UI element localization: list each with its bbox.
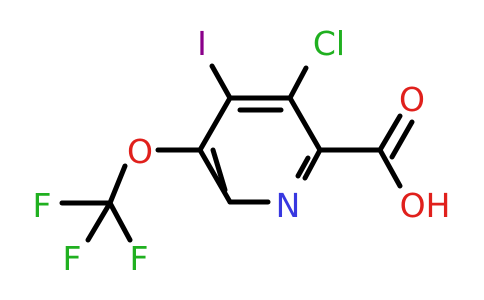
bond-c-o-carbonyl (377, 113, 403, 153)
atom-fluorine-left: F (63, 239, 82, 278)
bond-c2-n (302, 147, 323, 181)
atom-oxygen-ether: O (127, 132, 153, 171)
atom-labels: I Cl O OH N O F F F (33, 24, 451, 278)
bond-c4-i (209, 63, 233, 101)
bond-c2-n-double (295, 155, 311, 179)
bond-c-o-carbonyl-double (389, 119, 415, 160)
bond-c-f-bottom-right (107, 200, 133, 243)
bond-c-oh (377, 147, 403, 189)
bond-c3-cl (287, 65, 309, 101)
atom-nitrogen: N (276, 186, 301, 225)
atom-chlorine: Cl (313, 24, 345, 63)
bond-c6-c5 (197, 147, 233, 205)
atom-iodine: I (197, 24, 207, 63)
atom-fluorine-right: F (130, 239, 149, 278)
bond-c3-c2 (287, 95, 323, 153)
atom-fluorine-top: F (33, 186, 52, 225)
bonds (59, 63, 415, 243)
bond-c-f-bottom-left (85, 200, 113, 243)
bond-c5-c4 (197, 95, 233, 153)
atom-oxygen-carbonyl: O (399, 80, 425, 119)
atom-hydroxyl: OH (400, 186, 451, 225)
bond-c6-c5-double (210, 147, 228, 193)
bond-o-cf3 (107, 163, 128, 206)
